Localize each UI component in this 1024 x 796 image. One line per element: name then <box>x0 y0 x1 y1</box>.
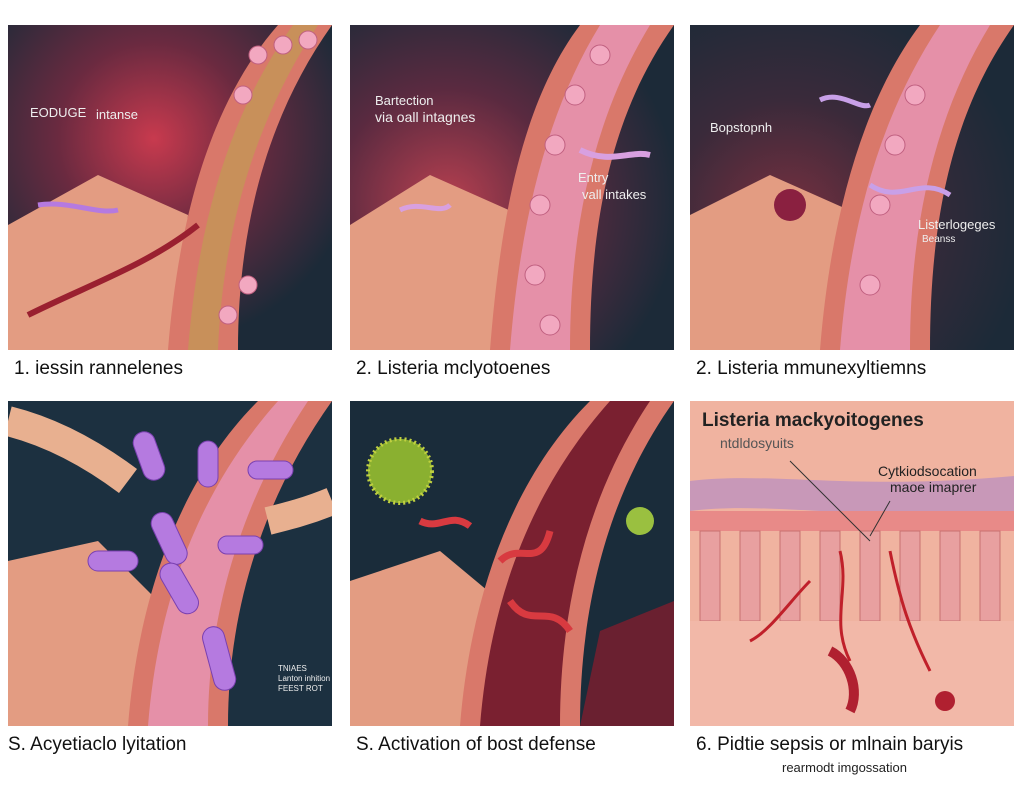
panel-1-illustration: EODUGE intanse <box>8 25 332 350</box>
panel-6-illustration: Listeria mackyoitogenes ntdldosyuits Cyt… <box>690 401 1014 726</box>
annotation-label: EODUGE <box>30 105 87 120</box>
annotation-label: Bartection <box>375 93 434 108</box>
annotation-label: FEEST ROT <box>278 684 323 693</box>
annotation-title: Listeria mackyoitogenes <box>702 410 924 431</box>
annotation-label: Beanss <box>922 234 956 245</box>
annotation-label: intanse <box>96 107 138 122</box>
annotation-label: Listerlogeges <box>918 217 996 232</box>
annotation-label: maoe imaprer <box>890 479 977 495</box>
panel-4-caption: S. Acyetiaclo lyitation <box>8 734 187 755</box>
annotation-label: Lanton inhition <box>278 674 331 683</box>
panel-3-illustration: Bopstopnh Listerlogeges Beanss <box>690 25 1014 350</box>
annotation-label: Cytkiodsocation <box>878 463 977 479</box>
vessel-illustration <box>690 25 1014 350</box>
panel-5-caption: S. Activation of bost defense <box>356 734 596 755</box>
panel-2-caption: 2. Listeria mclyotoenes <box>356 358 551 379</box>
panel-5-illustration <box>350 401 674 726</box>
annotation-label: TNIAES <box>278 664 307 673</box>
annotation-label: ntdldosyuits <box>720 435 794 451</box>
panel-6-subcaption: rearmodt imgossation <box>782 760 907 775</box>
tissue-illustration <box>690 460 1014 726</box>
annotation-label: Entry <box>578 170 609 185</box>
panel-4-illustration: TNIAES Lanton inhition FEEST ROT <box>8 401 332 726</box>
panel-3-caption: 2. Listeria mmunexyltiemns <box>696 358 927 379</box>
vessel-illustration <box>350 401 674 726</box>
vessel-illustration <box>8 401 332 726</box>
panel-2-illustration: Bartection via oall intagnes Entry vall … <box>350 25 674 350</box>
panel-6-caption: 6. Pidtie sepsis or mlnain baryis <box>696 734 964 755</box>
annotation-label: Bopstopnh <box>710 120 773 135</box>
annotation-label: vall intakes <box>582 187 647 202</box>
vessel-illustration <box>8 25 332 350</box>
annotation-label: via oall intagnes <box>375 109 476 125</box>
vessel-illustration <box>350 25 674 350</box>
panel-1-caption: 1. iessin rannelenes <box>14 358 183 379</box>
